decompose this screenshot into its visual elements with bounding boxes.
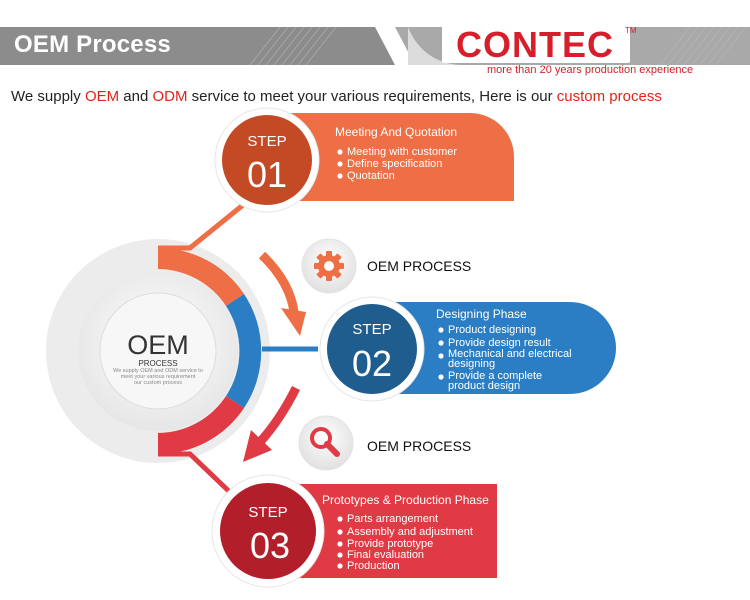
oem-process-label-2: OEM PROCESS [367,438,471,454]
intro-part-2: and [119,88,153,105]
step-02-item-4-wrap: Provide a complete product design [448,371,543,392]
step-03-panel [270,484,497,578]
step-02-bullet-1 [438,327,444,333]
brand-trademark: TM [625,26,637,35]
gear-icon [314,251,344,281]
step-03: STEP 03 Prototypes & Production Phase Pa… [211,474,497,588]
center-subtitle: PROCESS [138,359,177,368]
intro-part-3: service to meet your various requirement… [187,88,557,105]
step-01: STEP 01 Meeting And Quotation Meeting wi… [214,107,514,213]
step-02: STEP 02 Designing Phase Product designin… [319,296,616,402]
step-02-panel [375,302,616,394]
step-01-title: Meeting And Quotation [335,125,457,139]
step-02-bullet-3 [438,353,444,359]
brand-tagline: more than 20 years production experience [487,64,694,76]
magnifier-icon [310,427,340,457]
oem-process-magnifier: OEM PROCESS [298,415,471,471]
step-01-panel [268,113,514,201]
step-01-number: 01 [247,154,287,195]
step-02-bullet-4 [438,374,444,380]
step-02-circle [327,304,417,394]
center-small-text-3: our custom process [134,380,182,386]
step-01-item-3: Quotation [347,170,395,182]
step-01-bullet-1 [337,149,343,155]
step-01-item-2: Define specification [347,158,442,170]
step-02-item-2: Provide design result [448,337,551,349]
step-03-bullet-5 [337,563,343,569]
step-02-number: 02 [352,343,392,384]
oem-process-label-1: OEM PROCESS [367,258,471,274]
intro-part-1: We supply [11,88,85,105]
step-01-bullet-2 [337,161,343,167]
step-03-bullet-3 [337,541,343,547]
step-03-bullet-1 [337,516,343,522]
ring-segment-orange [158,247,244,306]
connector-step3 [158,451,238,500]
step-03-item-5: Production [347,560,400,572]
step-03-circle [220,483,316,579]
ring-segment-red [158,396,244,455]
center-title: OEM [127,330,189,360]
step-03-bullet-4 [337,552,343,558]
intro-odm: ODM [152,88,188,105]
connector-step1 [158,203,245,251]
brand-logo: CONTEC [456,24,614,65]
step-02-item-3: Mechanical and electrical designing [448,349,572,370]
step-03-bullet-2 [337,529,343,535]
arrow-down-red [243,385,301,462]
step-03-item-1: Parts arrangement [347,513,438,525]
step-02-title: Designing Phase [436,307,527,321]
step-03-label: STEP [248,504,287,521]
step-02-item-4: Provide a complete product design [448,371,543,392]
center-small-text-2: meet your various requirement [121,374,196,380]
oem-process-gear: OEM PROCESS [301,238,471,294]
step-02-item-1: Product designing [448,324,536,336]
step-03-item-4: Final evaluation [347,549,424,561]
step-03-item-2: Assembly and adjustment [347,526,473,538]
center-core-circle [99,292,217,410]
intro-custom-process: custom process [556,88,662,105]
intro-oem: OEM [84,88,120,105]
center-small-text-1: We supply OEM and ODM service to [113,368,203,374]
step-03-number: 03 [250,525,290,566]
step-01-circle [222,115,312,205]
page-title: OEM Process [14,31,171,58]
step-02-label: STEP [352,321,391,338]
ring-segment-blue [226,294,262,408]
step-01-item-1: Meeting with customer [347,146,457,158]
step-02-bullet-2 [438,340,444,346]
step-03-item-3: Provide prototype [347,538,433,550]
brand-box [442,25,630,63]
intro-text: We supply OEM and ODM service to meet yo… [11,88,662,105]
step-03-title: Prototypes & Production Phase [322,493,489,507]
arrow-down-orange [258,251,306,336]
step-02-item-3-wrap: Mechanical and electrical designing [448,349,572,370]
step-01-label: STEP [247,133,286,150]
step-01-bullet-3 [337,173,343,179]
